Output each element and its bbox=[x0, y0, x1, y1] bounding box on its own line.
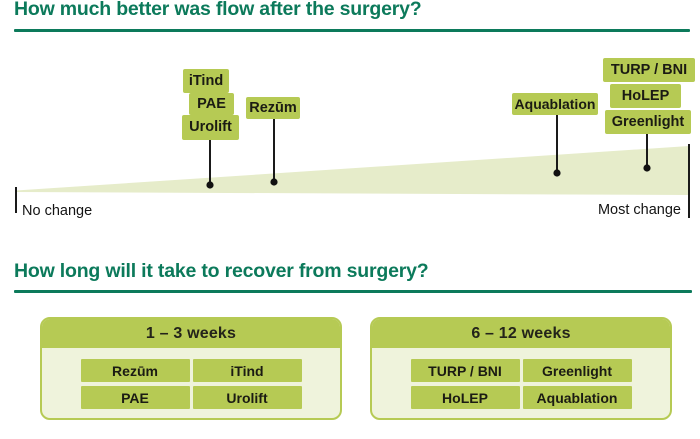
panel-cells-1-3-weeks: Rezūm iTind PAE Urolift bbox=[80, 359, 302, 409]
treatment-cell-pae: PAE bbox=[80, 386, 190, 409]
flow-question-title: How much better was flow after the surge… bbox=[14, 0, 422, 21]
recovery-panel-1-3-weeks: 1 – 3 weeks Rezūm iTind PAE Urolift bbox=[40, 317, 342, 420]
axis-label-no-change: No change bbox=[22, 203, 93, 219]
treatment-cell-itind: iTind bbox=[192, 359, 302, 382]
panel-header-1-3-weeks: 1 – 3 weeks bbox=[42, 319, 340, 348]
treatment-cell-turp-bni: TURP / BNI bbox=[410, 359, 520, 382]
treatment-cell-greenlight: Greenlight bbox=[522, 359, 632, 382]
recovery-section: How long will it take to recover from su… bbox=[0, 255, 700, 439]
panel-cells-6-12-weeks: TURP / BNI Greenlight HoLEP Aquablation bbox=[410, 359, 632, 409]
gradient-wedge bbox=[16, 146, 689, 195]
recovery-question-title: How long will it take to recover from su… bbox=[14, 260, 429, 283]
treatment-tag-holep: HoLEP bbox=[610, 84, 681, 108]
flow-title-suffix: after the surgery? bbox=[254, 0, 422, 20]
data-dot-rezum bbox=[270, 178, 278, 186]
flow-section: How much better was flow after the surge… bbox=[14, 0, 695, 219]
treatment-tag-rezum: Rezūm bbox=[246, 97, 300, 119]
flow-title-prefix: How much better was bbox=[14, 0, 216, 20]
data-dot-aquablation bbox=[553, 169, 561, 177]
treatment-tag-urolift: Urolift bbox=[182, 115, 239, 140]
recovery-panel-6-12-weeks: 6 – 12 weeks TURP / BNI Greenlight HoLEP… bbox=[370, 317, 672, 420]
flow-title-bold-word: flow bbox=[215, 0, 255, 20]
panel-header-6-12-weeks: 6 – 12 weeks bbox=[372, 319, 670, 348]
treatment-tag-itind: iTind bbox=[183, 69, 229, 93]
treatment-tag-greenlight: Greenlight bbox=[605, 110, 691, 134]
data-dot-greenlight-group bbox=[643, 164, 651, 172]
data-dot-urolift-group bbox=[206, 181, 214, 189]
treatment-cell-holep: HoLEP bbox=[410, 386, 520, 409]
flow-title-underline bbox=[14, 29, 690, 32]
treatment-cell-urolift: Urolift bbox=[192, 386, 302, 409]
treatment-tag-pae: PAE bbox=[189, 93, 234, 115]
treatment-tag-aquablation: Aquablation bbox=[512, 93, 598, 115]
flow-scale-chart bbox=[15, 114, 690, 218]
recovery-title-bold-words: recover from surgery? bbox=[224, 260, 429, 282]
recovery-title-prefix: How long will it take to bbox=[14, 260, 225, 282]
treatment-tag-turp-bni: TURP / BNI bbox=[603, 58, 695, 82]
treatment-cell-aquablation: Aquablation bbox=[522, 386, 632, 409]
treatment-cell-rezum: Rezūm bbox=[80, 359, 190, 382]
axis-label-most-change: Most change bbox=[597, 202, 681, 218]
recovery-title-underline bbox=[14, 290, 692, 293]
